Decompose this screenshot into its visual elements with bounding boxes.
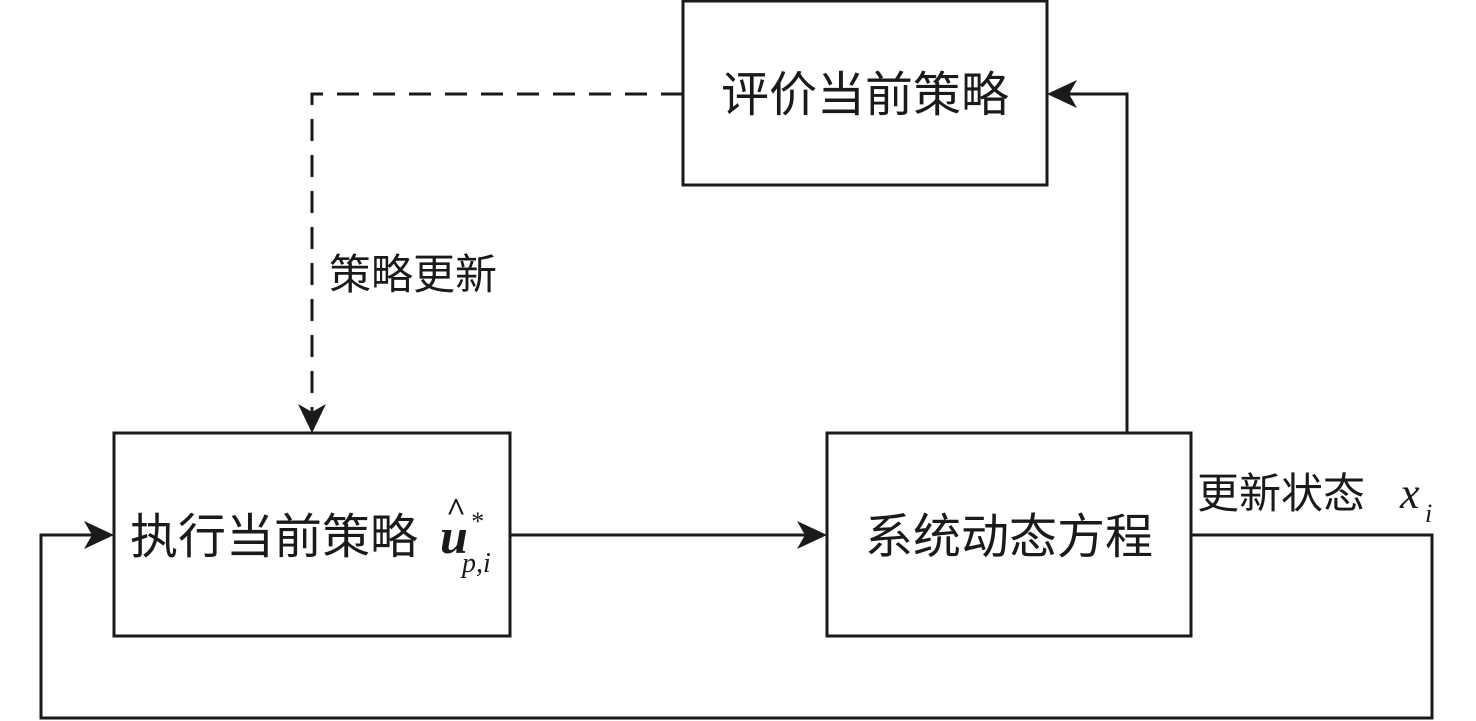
policy-update-label: 策略更新 — [329, 250, 497, 299]
execute-to-system-arrowhead — [797, 521, 827, 549]
policy-symbol-superscript: * — [470, 507, 483, 536]
policy-update-arrowhead — [298, 404, 326, 433]
feedback-loop-arrowhead — [84, 521, 114, 549]
system-to-evaluate-arrowhead — [1047, 80, 1077, 108]
policy-update-connector — [310, 92, 683, 412]
execute-policy-label: 执行当前策略 — [130, 509, 418, 565]
policy-symbol-base: u — [440, 508, 468, 564]
feedback-loop-connector — [39, 533, 1434, 720]
system-to-evaluate-connector — [1068, 92, 1129, 433]
policy-symbol-subscript: p,i — [460, 548, 491, 579]
evaluate-policy-box — [681, 0, 1049, 187]
state-variable-subscript: i — [1425, 499, 1432, 528]
policy-symbol-hat: ^ — [446, 492, 465, 529]
state-variable: x — [1399, 469, 1420, 518]
execute-policy-box — [112, 431, 512, 638]
system-dynamics-label: 系统动态方程 — [865, 509, 1153, 565]
policy-symbol: ^ u * p,i — [440, 492, 491, 579]
evaluate-policy-label: 评价当前策略 — [721, 67, 1009, 123]
system-dynamics-box — [825, 431, 1193, 638]
state-update-label: 更新状态 — [1197, 469, 1365, 518]
